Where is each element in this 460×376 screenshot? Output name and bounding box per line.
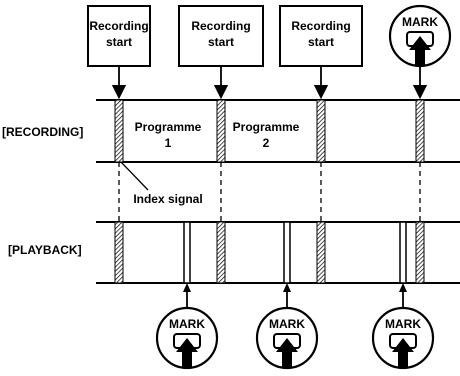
index-signal-label: Index signal (133, 192, 202, 206)
playback-tape (96, 221, 460, 284)
recording-start-callout-2: Recording start (178, 5, 264, 100)
mark-bottom-2-label: MARK (269, 317, 305, 331)
recording-start-callout-3: Recording start (279, 5, 363, 100)
index-signal-pointer (120, 161, 149, 191)
callout-3-line-1: Recording (291, 19, 350, 33)
mark-signal-play-2 (283, 221, 291, 284)
mark-button-top: MARK (388, 4, 452, 68)
callout-1-line-2: start (106, 35, 132, 49)
index-mark-rec-4 (415, 99, 425, 163)
programme-1-line-1: Programme (135, 120, 202, 134)
up-arrow-icon (276, 338, 298, 368)
mark-bottom-1-label: MARK (169, 317, 205, 331)
index-mark-play-3 (316, 221, 326, 284)
up-arrow-icon (409, 36, 431, 66)
mark-button-bottom-3: MARK (371, 283, 435, 370)
callout-1-line-1: Recording (89, 19, 148, 33)
index-mark-rec-1 (114, 99, 124, 163)
playback-row-label: [PLAYBACK] (8, 243, 82, 257)
callout-3-line-2: start (308, 35, 334, 49)
mark-button-bottom-1: MARK (155, 283, 219, 370)
recording-start-callout-1: Recording start (87, 5, 151, 100)
programme-2-line-1: Programme (233, 120, 300, 134)
mark-bottom-3-label: MARK (385, 317, 421, 331)
up-arrow-icon (176, 338, 198, 368)
index-mark-play-4 (415, 221, 425, 284)
dashed-connectors (118, 162, 421, 222)
recording-tape (96, 99, 460, 163)
programme-2-line-2: 2 (263, 136, 270, 150)
index-mark-play-1 (114, 221, 124, 284)
index-mark-rec-3 (316, 99, 326, 163)
callout-2-line-2: start (208, 35, 234, 49)
callout-2-line-1: Recording (191, 19, 250, 33)
index-mark-play-2 (216, 221, 226, 284)
mark-signal-play-1 (183, 221, 191, 284)
mark-top-label: MARK (402, 15, 438, 29)
mark-button-bottom-2: MARK (255, 283, 319, 370)
programme-1-line-2: 1 (165, 136, 172, 150)
mark-signal-play-3 (399, 221, 407, 284)
index-mark-rec-2 (216, 99, 226, 163)
up-arrow-icon (392, 338, 414, 368)
recording-row-label: [RECORDING] (2, 125, 83, 139)
